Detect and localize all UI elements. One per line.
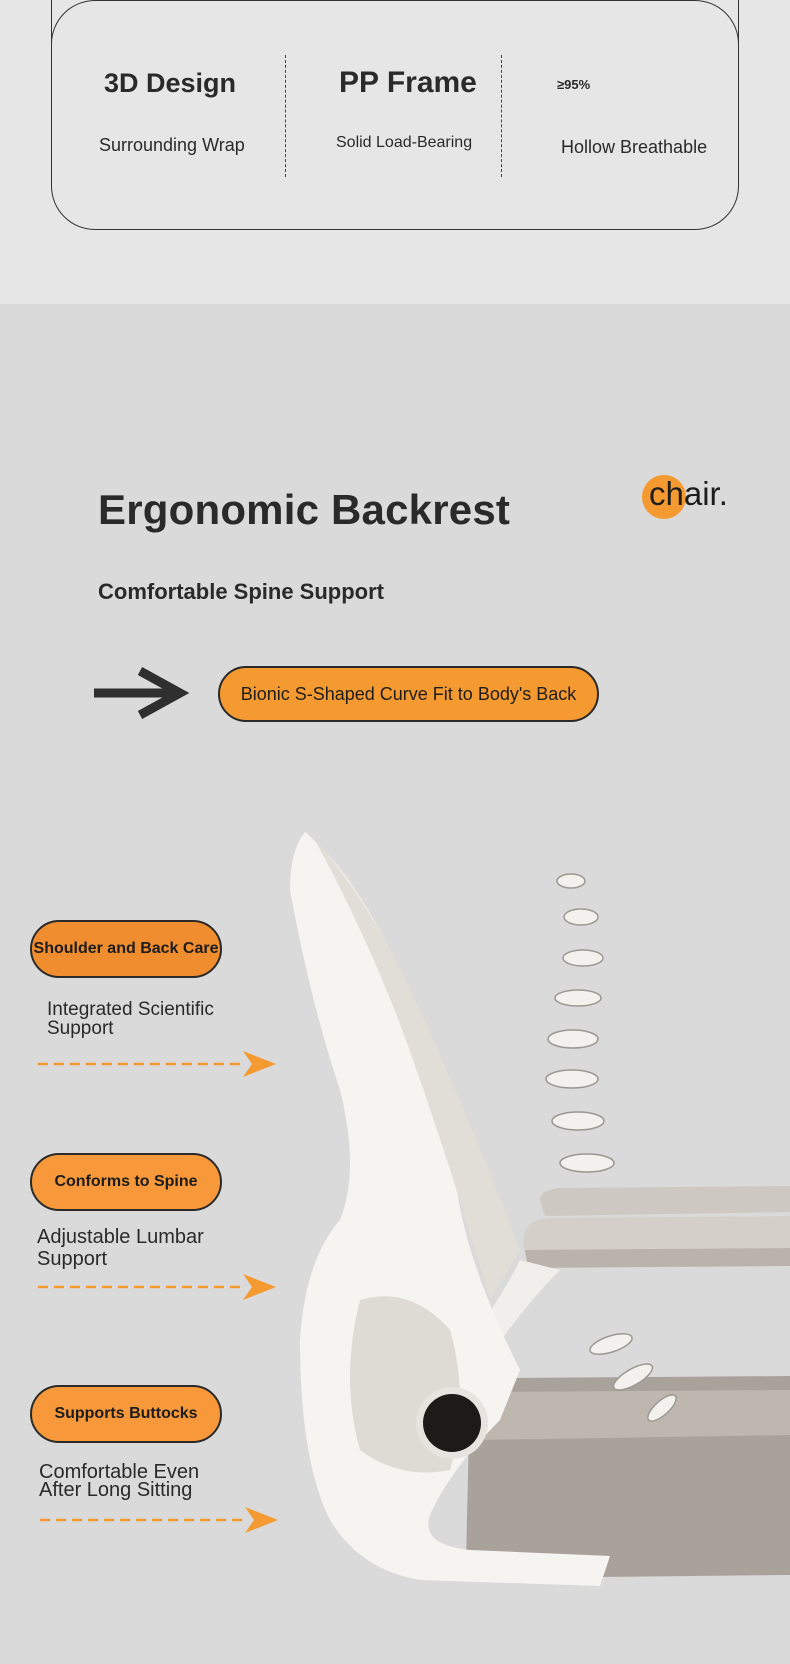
feature-strip: [0, 0, 790, 304]
chair-illustration: [290, 832, 790, 1586]
page-subtitle: Comfortable Spine Support: [98, 579, 384, 604]
feature-divider: [501, 55, 502, 177]
page-title: Ergonomic Backrest: [98, 486, 511, 533]
feature-subtitle-surrounding-wrap: Surrounding Wrap: [99, 135, 245, 155]
callout-desc-line2: Support: [47, 1018, 114, 1039]
callout-desc-line2: After Long Sitting: [39, 1479, 193, 1501]
callout-desc-line1: Integrated Scientific: [47, 999, 214, 1020]
feature-card: [51, 0, 739, 230]
feature-title-breathable-rate: ≥95%: [557, 77, 591, 92]
dashed-arrow-icon: [38, 1051, 276, 1077]
callout-pill-conforms-spine: Conforms to Spine: [30, 1153, 222, 1211]
callout-desc-line2: Support: [37, 1248, 108, 1270]
logo-text: chair.: [649, 475, 728, 512]
logo-dot: [642, 475, 686, 519]
callout-pill-shoulder-back: Shoulder and Back Care: [30, 920, 222, 978]
dashed-arrow-icon: [38, 1274, 276, 1300]
callout-desc-line1: Comfortable Even: [39, 1461, 200, 1483]
callout-desc-line1: Adjustable Lumbar: [37, 1226, 204, 1248]
right-arrow-icon: [94, 667, 190, 719]
feature-divider: [285, 55, 286, 177]
feature-title-pp-frame: PP Frame: [339, 66, 477, 99]
feature-title-3d-design: 3D Design: [104, 68, 237, 98]
banner-pill: Bionic S-Shaped Curve Fit to Body's Back: [218, 666, 599, 722]
dashed-arrow-icon: [40, 1507, 278, 1533]
callout-pill-supports-buttocks: Supports Buttocks: [30, 1385, 222, 1443]
feature-subtitle-solid-load-bearing: Solid Load-Bearing: [336, 134, 473, 151]
feature-subtitle-hollow-breathable: Hollow Breathable: [561, 137, 708, 157]
brand-logo: chair.: [642, 475, 742, 523]
